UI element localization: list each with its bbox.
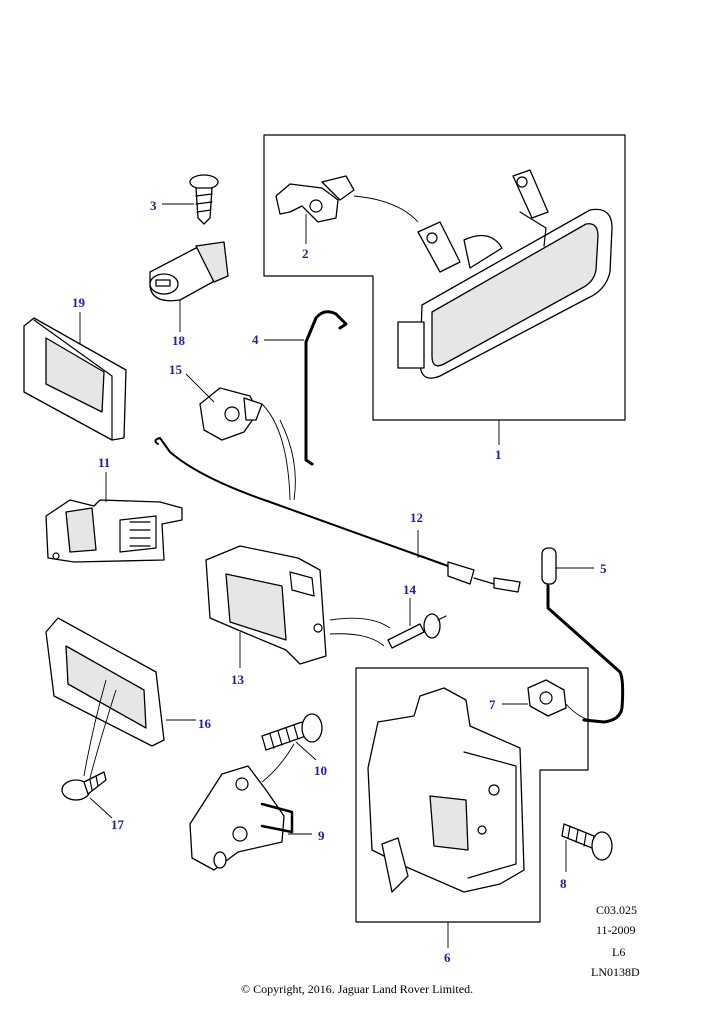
- clip-7-leader: [565, 703, 599, 723]
- latch-to-rivet-leader: [329, 617, 391, 629]
- callout-6: 6: [444, 950, 451, 965]
- rivet-part: [387, 613, 447, 649]
- lock-clip-part: [275, 175, 355, 223]
- callout-12: 12: [410, 510, 423, 525]
- latch-bracket-part: [205, 545, 327, 665]
- bezel-part: [23, 317, 127, 441]
- ref-code: C03.025: [596, 903, 637, 917]
- callout-14: 14: [403, 582, 417, 597]
- exterior-handle-part: [397, 169, 613, 379]
- revision-date: 11-2009: [596, 923, 636, 937]
- bolt-to-striker-leader: [261, 743, 295, 783]
- callout-5: 5: [600, 561, 607, 576]
- bezel-to-screw-leader: [83, 679, 107, 777]
- callout-10: 10: [314, 763, 327, 778]
- callout-2: 2: [302, 246, 309, 261]
- leader-17: [89, 797, 113, 819]
- clip-15-part: [199, 387, 263, 441]
- callout-8: 8: [560, 876, 567, 891]
- latch-to-rivet-leader-b: [329, 633, 385, 647]
- leader-15: [185, 373, 215, 403]
- rod-5-head: [541, 547, 557, 585]
- callout-4: 4: [252, 332, 259, 347]
- clip-15-leader-b: [279, 419, 296, 501]
- interior-handle-part: [45, 499, 183, 563]
- clip-15-leader: [261, 403, 291, 501]
- copyright-notice: © Copyright, 2016. Jaguar Land Rover Lim…: [241, 982, 473, 996]
- callout-1: 1: [495, 447, 502, 462]
- callout-18: 18: [172, 333, 186, 348]
- cable-12-tip: [493, 577, 521, 593]
- callout-19: 19: [72, 295, 86, 310]
- level-code: L6: [612, 945, 625, 959]
- bolt-10-part: [261, 713, 323, 751]
- clip-7-part: [527, 679, 567, 717]
- assembly-frame-6: [355, 667, 589, 923]
- screw-8-part: [561, 823, 613, 861]
- callout-9: 9: [318, 828, 325, 843]
- callout-3: 3: [150, 198, 157, 213]
- callout-13: 13: [231, 672, 245, 687]
- callout-7: 7: [489, 697, 496, 712]
- cable-12-end: [447, 561, 475, 585]
- callout-16: 16: [198, 716, 212, 731]
- assembly-frame-1: [263, 134, 626, 421]
- screw-17-part: [61, 771, 107, 801]
- leader-10: [295, 741, 317, 761]
- cable-12-link: [473, 577, 495, 585]
- striker-part: [189, 765, 294, 871]
- callout-15: 15: [169, 362, 183, 377]
- lock-barrel-part: [149, 241, 229, 302]
- bezel-to-screw-leader-b: [89, 689, 117, 779]
- callout-11: 11: [98, 455, 110, 470]
- screw-3-part: [189, 174, 219, 225]
- cable-12-part: [154, 437, 471, 577]
- rod-5-part: [546, 584, 625, 724]
- callout-17: 17: [111, 817, 125, 832]
- rod-4-part: [304, 310, 348, 466]
- illustration-code: LN0138D: [591, 965, 640, 979]
- handle-to-clip-leader: [353, 195, 419, 223]
- door-latch-part: [367, 687, 525, 893]
